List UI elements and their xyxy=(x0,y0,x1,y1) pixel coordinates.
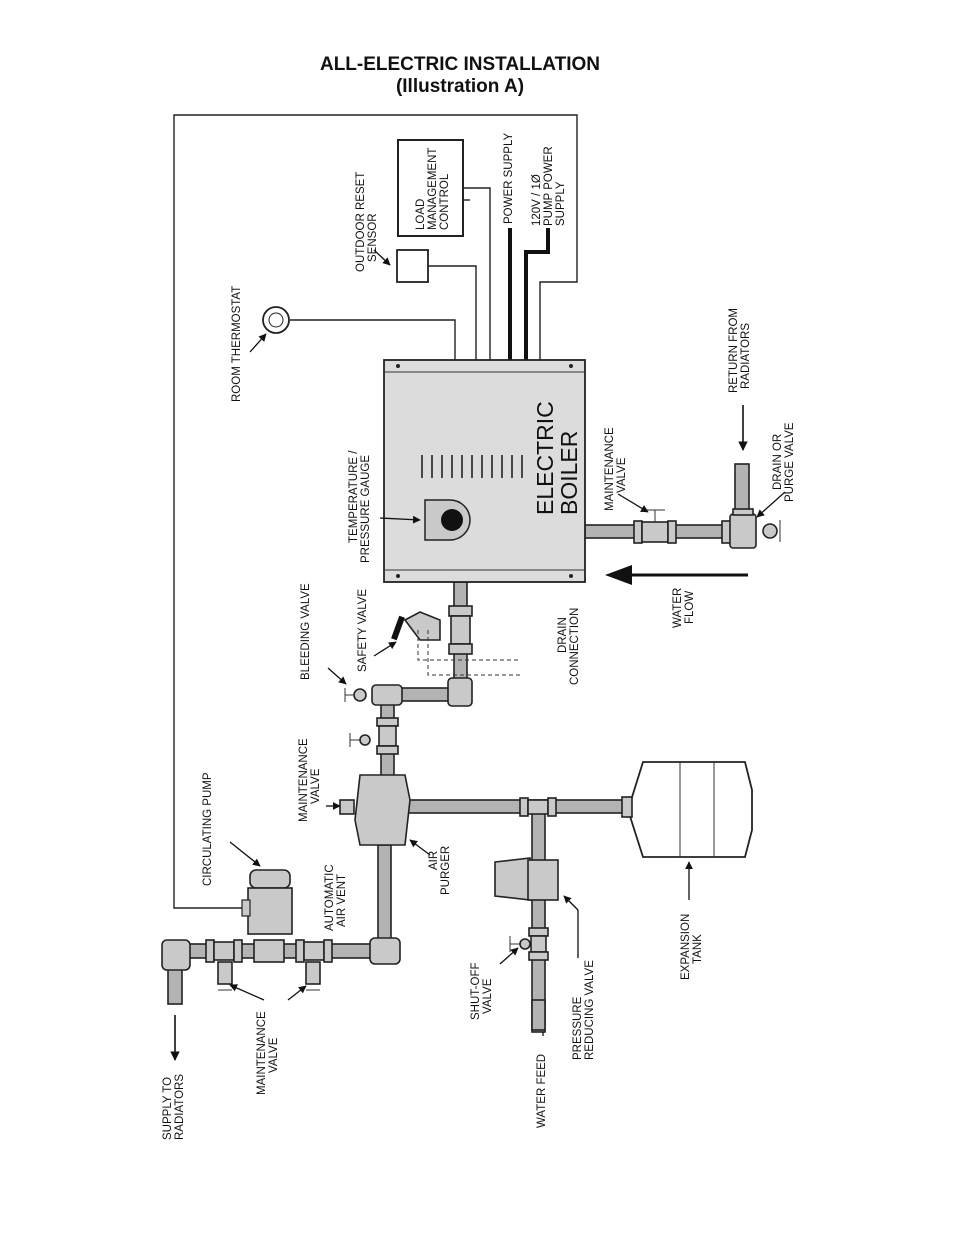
return-radiators-label: RETURN FROM RADIATORS xyxy=(728,305,752,393)
component-labels: LOAD MANAGEMENT CONTROL POWER SUPPLY 120… xyxy=(162,133,796,1140)
title-line-2: (Illustration A) xyxy=(395,76,525,97)
expansion-tank xyxy=(621,761,753,858)
circulating-pump-label: CIRCULATING PUMP xyxy=(202,772,214,886)
temp-gauge-label: TEMPERATURE / PRESSURE GAUGE xyxy=(348,447,372,563)
drain-connection-label: DRAIN CONNECTION xyxy=(557,608,581,685)
room-thermostat-label: ROOM THERMOSTAT xyxy=(231,286,243,402)
bleeding-valve-icon xyxy=(353,688,367,702)
pump-power-label: 120V / 1Ø PUMP POWER SUPPLY xyxy=(531,143,567,226)
electric-boiler: ELECTRIC BOILER xyxy=(383,359,586,583)
load-management-label: LOAD MANAGEMENT CONTROL xyxy=(415,145,451,230)
fittings xyxy=(161,508,757,971)
load-management-control xyxy=(397,139,464,237)
maintenance-valve-right-label: MAINTENANCE VALVE xyxy=(604,424,628,511)
water-flow-arrow xyxy=(605,565,748,585)
drain-purge-valve-icon xyxy=(762,523,778,539)
safety-valve-icon xyxy=(403,611,441,641)
maintenance-valve-bottom-right-icon xyxy=(305,961,321,985)
shutoff-valve-icon xyxy=(519,938,531,950)
maintenance-valve-bottom-label: MAINTENANCE VALVE xyxy=(256,1008,280,1095)
power-supply-label: POWER SUPPLY xyxy=(503,133,515,224)
outdoor-reset-label: OUTDOOR RESET SENSOR xyxy=(355,169,379,272)
diagram-title: ALL-ELECTRIC INSTALLATION (Illustration … xyxy=(0,54,920,98)
water-flow-label: WATER FLOW xyxy=(672,585,696,628)
control-wiring xyxy=(173,114,578,909)
drain-purge-label: DRAIN OR PURGE VALVE xyxy=(772,422,796,502)
maintenance-valve-mid-label: MAINTENANCE VALVE xyxy=(298,735,322,822)
valve-handles xyxy=(217,509,781,991)
shutoff-valve-label: SHUT-OFF VALVE xyxy=(470,959,494,1020)
room-thermostat xyxy=(262,306,290,334)
air-purger-label: AIR PURGER xyxy=(428,846,452,895)
circulating-pump xyxy=(241,869,293,935)
safety-valve-label: SAFETY VALVE xyxy=(357,589,369,672)
water-feed-label: WATER FEED xyxy=(536,1054,548,1128)
bleeding-valve-label: BLEEDING VALVE xyxy=(300,583,312,680)
drain-connection-lines xyxy=(417,630,520,676)
boiler-label-1: ELECTRIC xyxy=(532,401,558,515)
leader-arrows xyxy=(229,249,786,1036)
pressure-reducing-label: PRESSURE REDUCING VALVE xyxy=(572,960,596,1060)
boiler-label-2: BOILER xyxy=(556,431,582,515)
air-vent-icon xyxy=(339,799,355,815)
svg-text:ELECTRIC BOILER: ELECTRIC BOILER xyxy=(532,395,582,515)
outdoor-reset-sensor xyxy=(396,249,429,283)
maintenance-valve-mid-icon xyxy=(359,734,371,746)
automatic-air-vent-label: AUTOMATIC AIR VENT xyxy=(324,861,348,931)
title-line-1: ALL-ELECTRIC INSTALLATION xyxy=(319,54,601,75)
expansion-tank-label: EXPANSION TANK xyxy=(680,911,704,980)
supply-radiators-label: SUPPLY TO RADIATORS xyxy=(162,1074,186,1140)
temperature-pressure-gauge xyxy=(424,499,471,541)
maintenance-valve-bottom-left-icon xyxy=(217,961,233,985)
boiler-vents xyxy=(421,455,523,478)
